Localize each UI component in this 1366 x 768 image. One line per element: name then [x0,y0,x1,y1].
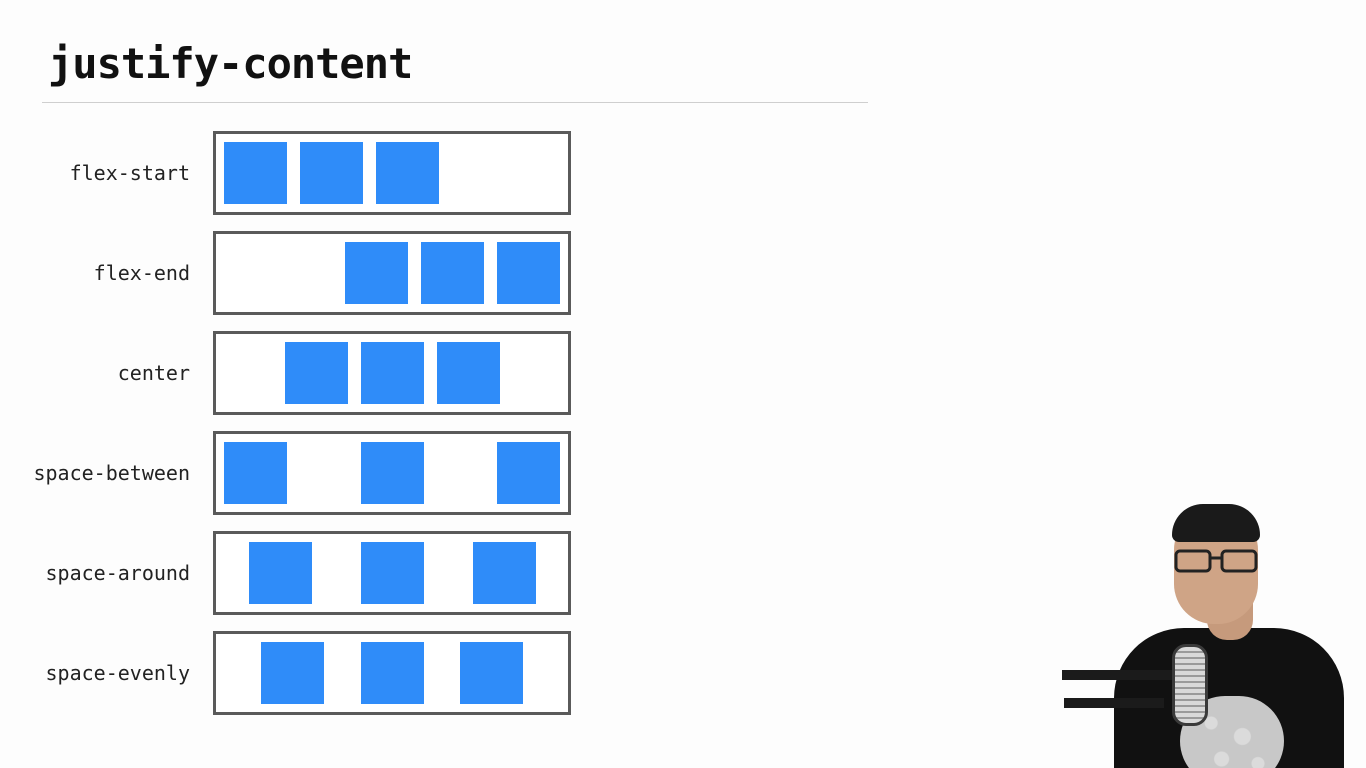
flex-item [284,342,348,404]
microphone-icon [1172,644,1208,726]
flex-item [376,142,439,204]
title-divider [42,102,868,103]
flex-item [224,142,287,204]
mic-arm-lower [1064,698,1164,708]
flex-item [360,342,424,404]
row-label: flex-start [69,161,190,185]
presenter-hair [1172,504,1260,542]
demo-row-space-around: space-around [0,531,580,615]
row-label: space-around [45,561,191,585]
demo-row-center: center [0,331,580,415]
flex-item [248,542,312,604]
flex-container [213,631,571,715]
flex-item [497,442,560,504]
flex-item [360,542,424,604]
flex-item [300,142,363,204]
demo-row-flex-start: flex-start [0,131,580,215]
flex-item [497,242,560,304]
flex-item [421,242,484,304]
flex-container [213,331,571,415]
flex-item [345,242,408,304]
row-label: center [117,361,190,385]
row-label: flex-end [93,261,190,285]
flex-container [213,431,571,515]
flex-item [224,442,287,504]
flex-item [360,642,424,704]
flex-item [360,442,424,504]
presenter-webcam [1062,500,1366,768]
flex-container [213,531,571,615]
flex-item [472,542,536,604]
demo-row-space-evenly: space-evenly [0,631,580,715]
flex-item [460,642,524,704]
mic-arm [1062,670,1182,680]
flex-container [213,231,571,315]
flex-container [213,131,571,215]
flex-item [436,342,500,404]
glasses-icon [1174,549,1258,573]
flex-item [260,642,324,704]
demo-row-space-between: space-between [0,431,580,515]
slide-title: justify-content [48,39,413,88]
row-label: space-between [33,461,190,485]
demo-row-flex-end: flex-end [0,231,580,315]
row-label: space-evenly [45,661,191,685]
